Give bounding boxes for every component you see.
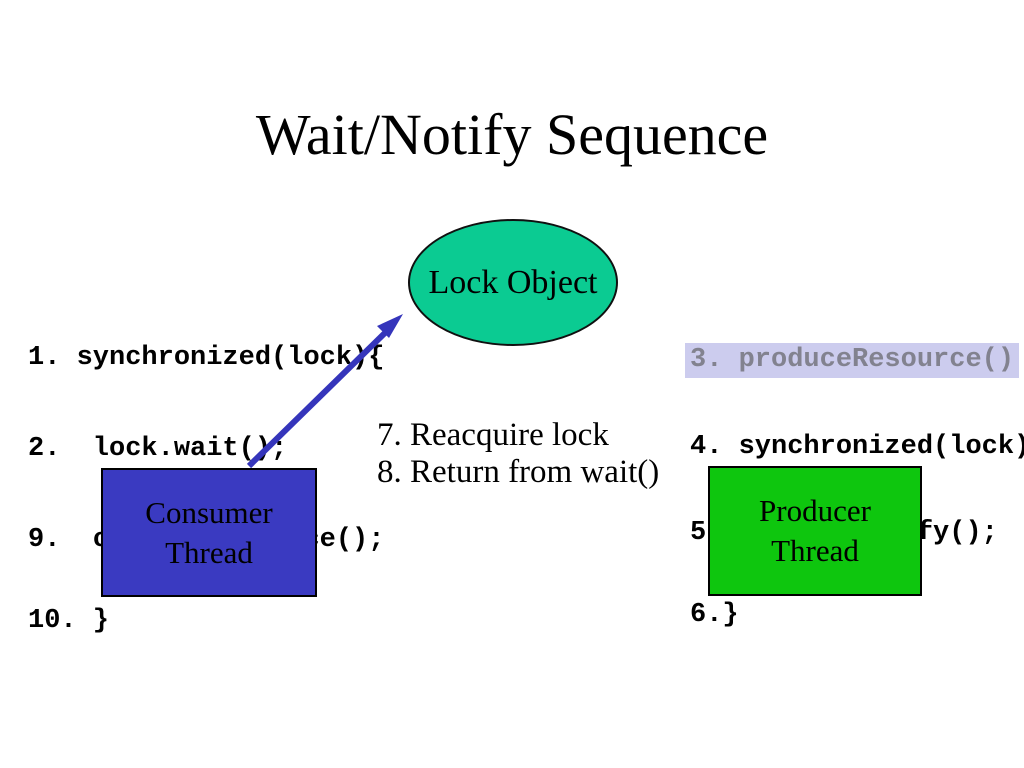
code-line: 10. } — [28, 606, 110, 636]
producer-thread-label: Thread — [771, 533, 859, 568]
code-line-highlighted: 3. produceResource() — [685, 343, 1020, 378]
code-line: 1. synchronized(lock){ — [28, 343, 385, 373]
lock-object-label: Lock Object — [428, 263, 598, 301]
code-line: 6.} — [690, 600, 739, 630]
annotation-line: 7. Reacquire lock — [377, 417, 609, 453]
producer-thread-label: Producer — [759, 493, 871, 528]
lock-object-ellipse: Lock Object — [408, 219, 618, 346]
consumer-thread-label: Thread — [165, 534, 253, 570]
annotation-line: 8. Return from wait() — [377, 454, 660, 490]
consumer-thread-label: Consumer — [145, 494, 273, 530]
annotation-reacquire: 7. Reacquire lock 8. Return from wait() — [377, 417, 659, 491]
consumer-thread-box: Consumer Thread — [101, 468, 317, 597]
code-line: 4. synchronized(lock) — [690, 432, 1024, 462]
slide-title: Wait/Notify Sequence — [255, 102, 769, 167]
code-line: 2. lock.wait(); — [28, 434, 288, 464]
producer-thread-box: Producer Thread — [708, 466, 922, 596]
